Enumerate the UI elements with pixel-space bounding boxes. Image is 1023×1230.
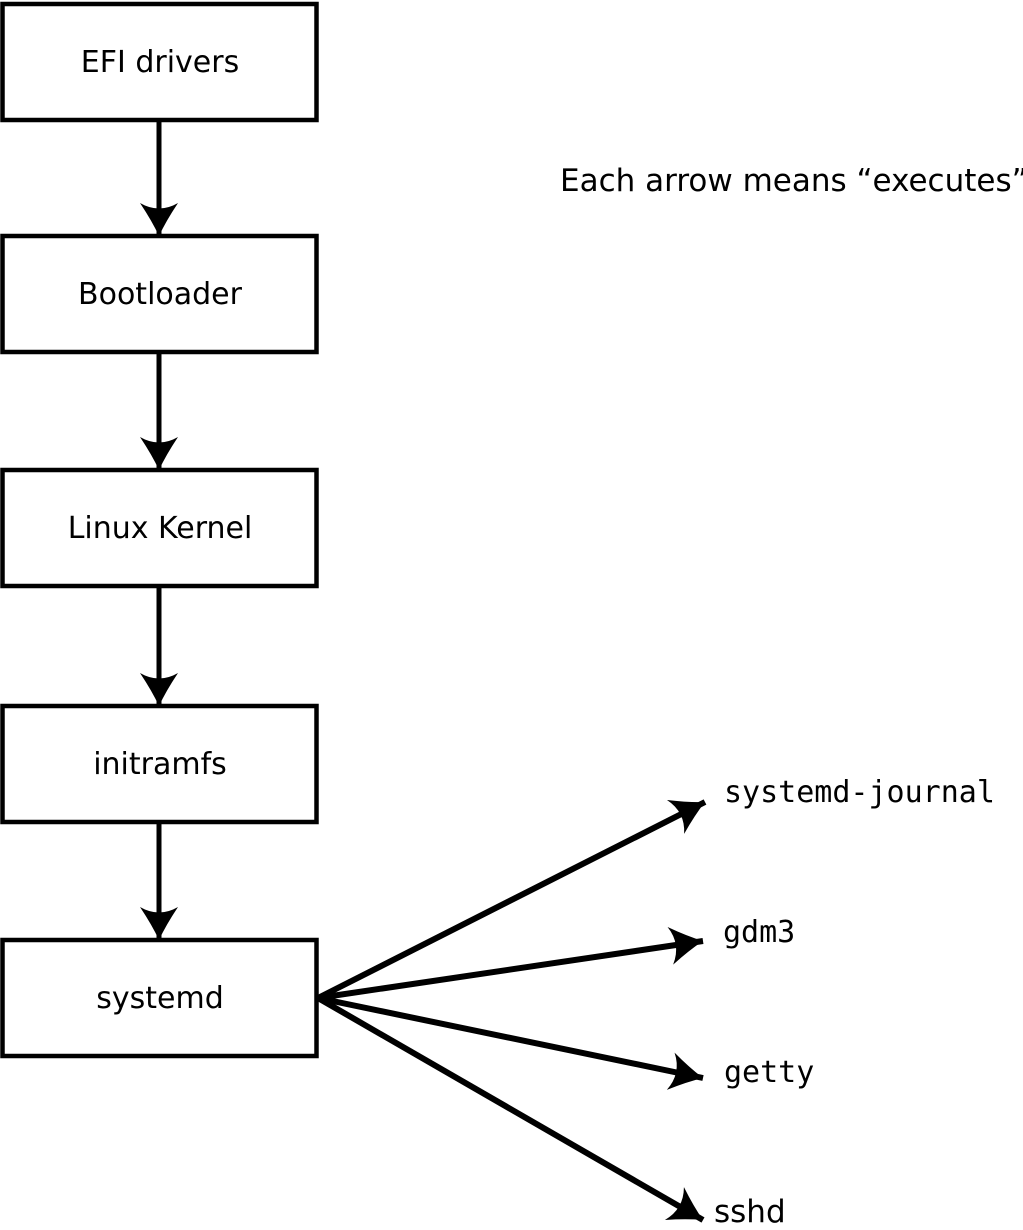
- spawned-label-gdm3: gdm3: [723, 915, 795, 950]
- arrow-systemd-to-gdm3: [317, 927, 704, 1001]
- node-initramfs: initramfs: [0, 703, 319, 825]
- arrow-systemd-to-getty: [317, 995, 704, 1090]
- node-systemd: systemd: [0, 937, 319, 1059]
- node-label-initramfs: initramfs: [93, 747, 227, 782]
- node-bootloader: Bootloader: [0, 233, 319, 355]
- arrow-meaning-note: Each arrow means “executes”.: [560, 163, 1023, 199]
- node-efi-drivers: EFI drivers: [0, 1, 319, 123]
- node-label-systemd: systemd: [96, 981, 224, 1016]
- node-label-efi-drivers: EFI drivers: [81, 45, 239, 80]
- node-box: [0, 703, 319, 825]
- arrow-systemd-to-sshd: [316, 995, 705, 1223]
- node-label-bootloader: Bootloader: [78, 277, 243, 312]
- node-box: [0, 1, 319, 123]
- node-box: [0, 937, 319, 1059]
- node-box: [0, 233, 319, 355]
- spawned-label-getty: getty: [724, 1055, 814, 1090]
- arrow-systemd-to-systemd-journal: [316, 799, 707, 1001]
- spawned-label-sshd: sshd: [714, 1194, 786, 1230]
- node-linux-kernel: Linux Kernel: [0, 467, 319, 589]
- spawned-label-systemd-journal: systemd-journal: [724, 775, 995, 810]
- node-label-linux-kernel: Linux Kernel: [68, 511, 253, 546]
